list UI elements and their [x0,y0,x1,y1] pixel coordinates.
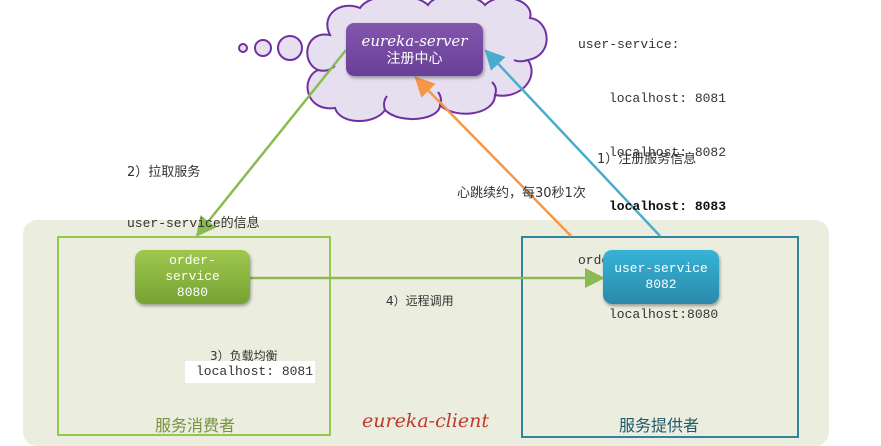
registry-line: user-service: [578,37,680,52]
remote-call-label: 4）远程调用 [386,294,454,308]
registry-line: localhost: 8083 [609,199,727,214]
user-service-name: user-service [614,261,708,276]
consumer-label: 服务消费者 [155,416,236,435]
order-service-line2: service [165,269,220,284]
provider-label: 服务提供者 [619,416,700,435]
service-provider-group [521,236,799,438]
thought-bubbles [238,35,303,61]
order-service-node[interactable]: order- service 8080 [135,250,250,304]
user-service-port: 8082 [645,277,677,292]
eureka-server-node[interactable]: eureka-server 注册中心 [346,23,483,76]
order-service-line1: order- [169,253,216,268]
registry-line: localhost: 8082 [609,145,727,160]
fetch-arrow [195,49,347,237]
service-consumer-group [57,236,331,436]
registry-line: localhost: 8081 [609,91,727,106]
heartbeat-arrow [414,76,572,237]
eureka-server-title: eureka-server [361,31,468,50]
order-service-port: 8080 [176,285,209,300]
fetch-label-line1: 2）拉取服务 [127,165,201,180]
register-arrow [484,49,661,237]
load-balance-value: localhost: 8081 [196,364,314,379]
fetch-label-line2: user-service的信息 [127,216,260,231]
fetch-label: 2）拉取服务 user-service的信息 [127,130,260,249]
eureka-server-subtitle: 注册中心 [386,50,443,67]
load-balance-label: 3）负载均衡 [210,349,278,363]
registry-line: localhost:8080 [609,307,719,322]
heartbeat-label: 心跳续约，每30秒1次 [457,186,586,201]
load-balance-box: localhost: 8081 [185,361,315,383]
eureka-client-label: eureka-client [362,410,489,432]
register-label: 1）注册服务信息 [597,152,697,167]
user-service-node[interactable]: user-service 8082 [603,250,719,304]
